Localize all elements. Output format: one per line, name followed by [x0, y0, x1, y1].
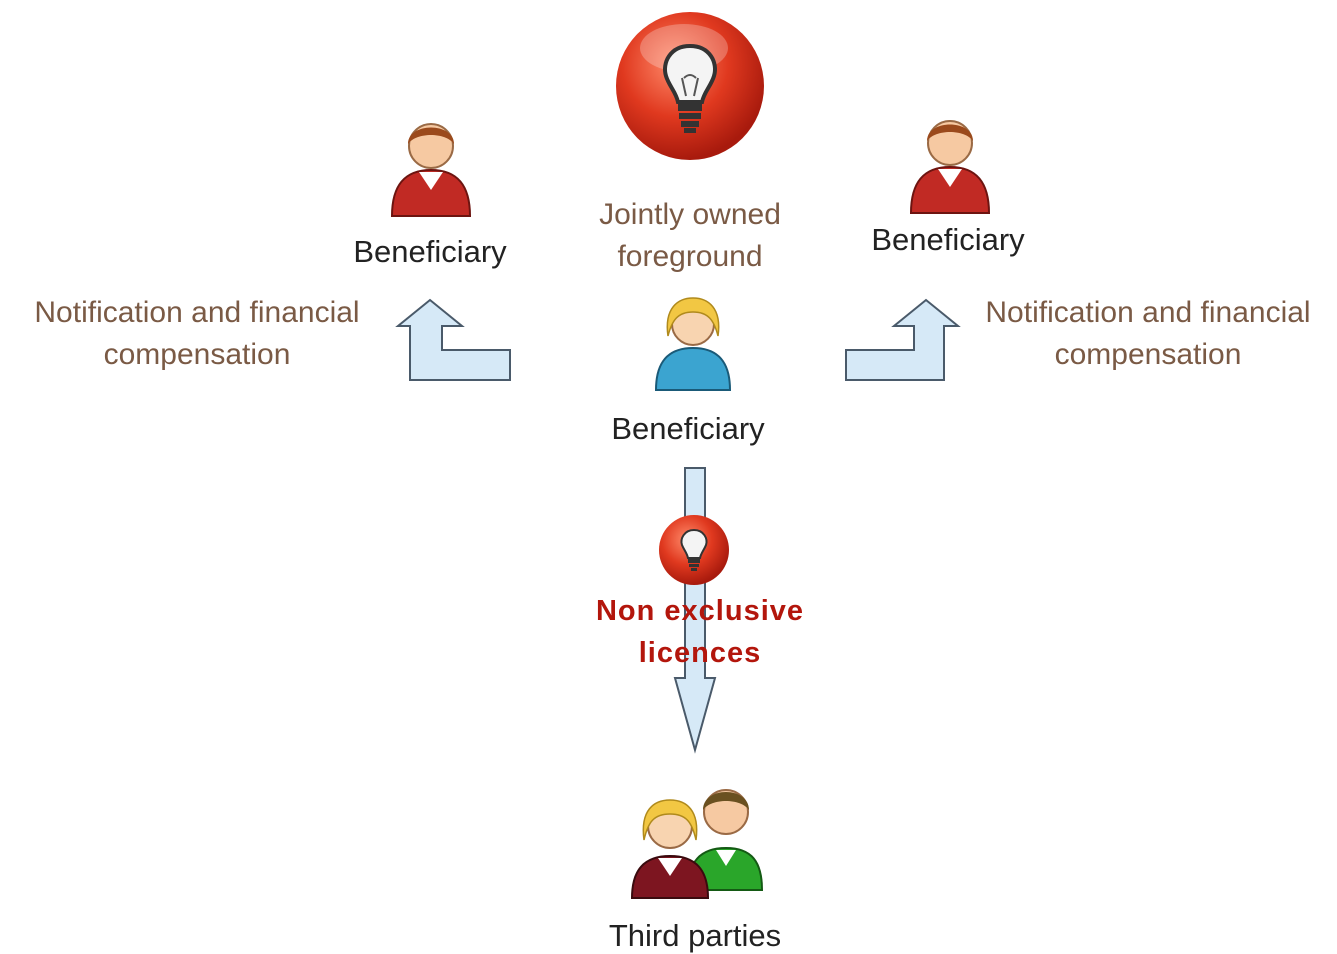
- notification-right-line1: Notification and financial: [985, 296, 1311, 329]
- group-icon: [630, 789, 764, 899]
- licence-label: Non exclusive licences: [560, 590, 840, 674]
- beneficiary-center-label: Beneficiary: [611, 411, 765, 446]
- beneficiary-right-label: Beneficiary: [871, 222, 1025, 257]
- person-red-icon: [909, 120, 991, 214]
- notification-left-line1: Notification and financial: [34, 296, 360, 329]
- person-red-icon: [390, 123, 472, 217]
- center-caption-line2: foreground: [617, 240, 763, 273]
- person-blue-icon: [654, 297, 732, 391]
- notification-left-line2: compensation: [103, 338, 291, 371]
- notification-right: Notification and financial compensation: [958, 292, 1337, 376]
- licence-label-line2: licences: [638, 637, 762, 669]
- arrow-up-left: [395, 298, 511, 381]
- lightbulb-icon: [659, 515, 729, 585]
- third-parties-label: Third parties: [608, 918, 782, 953]
- beneficiary-left-label: Beneficiary: [353, 234, 507, 269]
- center-caption-line1: Jointly owned: [599, 198, 781, 231]
- lightbulb-icon: [616, 12, 764, 160]
- notification-left: Notification and financial compensation: [2, 292, 392, 376]
- notification-right-line2: compensation: [1054, 338, 1242, 371]
- arrow-up-right: [845, 298, 961, 381]
- licence-label-line1: Non exclusive: [595, 595, 805, 627]
- center-caption: Jointly owned foreground: [560, 194, 820, 278]
